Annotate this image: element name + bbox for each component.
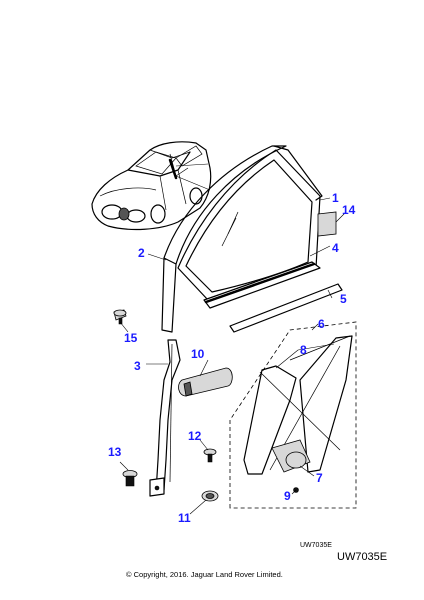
callout-8[interactable]: 8	[300, 343, 307, 357]
callout-5[interactable]: 5	[340, 292, 347, 306]
copyright-notice: © Copyright, 2016. Jaguar Land Rover Lim…	[126, 570, 283, 579]
clip-11	[201, 490, 219, 502]
callout-6[interactable]: 6	[318, 317, 325, 331]
callout-13[interactable]: 13	[108, 445, 122, 459]
callout-14[interactable]: 14	[342, 203, 356, 217]
callout-7[interactable]: 7	[316, 471, 323, 485]
callout-10[interactable]: 10	[191, 347, 205, 361]
callout-2[interactable]: 2	[138, 246, 145, 260]
callout-12[interactable]: 12	[188, 429, 202, 443]
window-regulator-inset: UW7035E	[229, 321, 357, 549]
diagram-reference: UW7035E	[337, 551, 387, 563]
door-handle-part	[178, 367, 233, 397]
screw-15	[113, 309, 127, 325]
glass-run-channel	[149, 339, 181, 497]
callout-15[interactable]: 15	[124, 331, 138, 345]
belt-weatherstrip	[229, 283, 343, 333]
callouts: 1 14 2 4 5 15 6 8 10 3 12 13 7 9 11	[108, 191, 356, 525]
door-frame-seal	[161, 145, 323, 333]
leader-lines	[119, 197, 347, 515]
door-glass	[177, 149, 337, 309]
callout-3[interactable]: 3	[134, 359, 141, 373]
callout-1[interactable]: 1	[332, 191, 339, 205]
car-illustration	[91, 141, 212, 231]
callout-4[interactable]: 4	[332, 241, 339, 255]
screw-12	[203, 448, 217, 463]
inset-reference: UW7035E	[300, 542, 332, 549]
screw-13	[122, 470, 138, 487]
callout-11[interactable]: 11	[178, 511, 191, 525]
callout-9[interactable]: 9	[284, 489, 291, 503]
